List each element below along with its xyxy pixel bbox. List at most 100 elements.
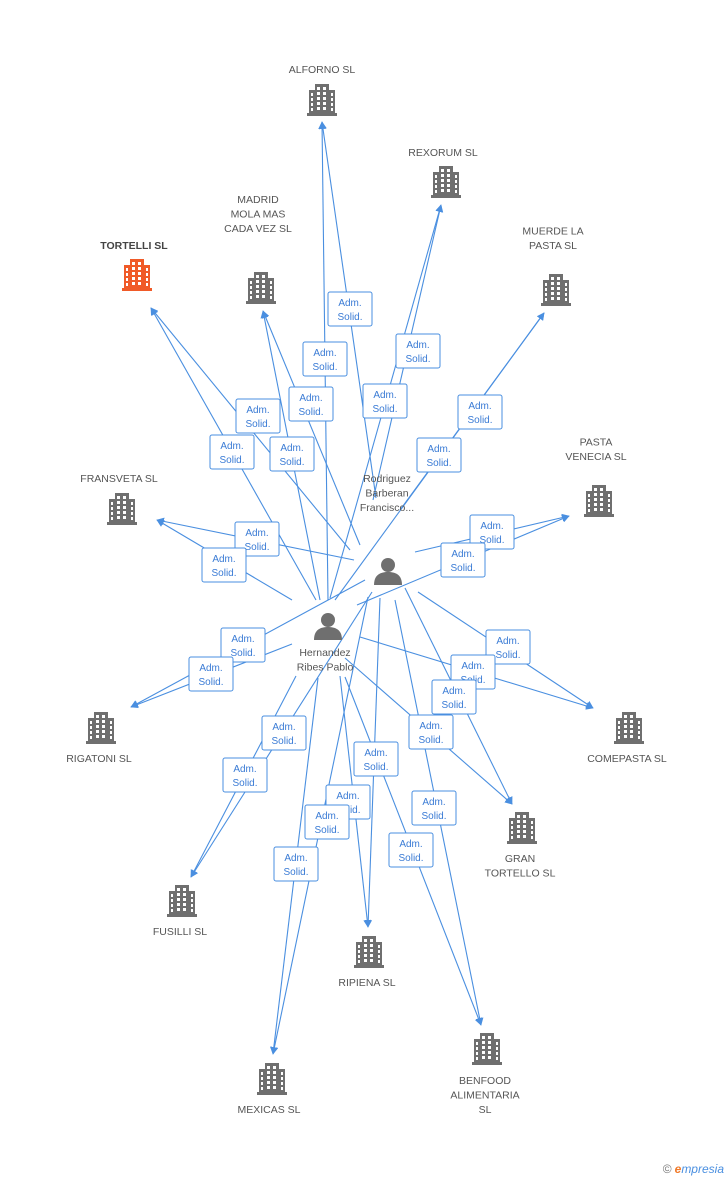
building-icon	[122, 259, 152, 291]
relation-label[interactable]: Adm. Solid.	[188, 656, 234, 692]
relation-label-box	[440, 542, 486, 578]
relation-label-box	[362, 383, 408, 419]
relation-label-box	[304, 804, 350, 840]
relation-label[interactable]: Adm.Solid.	[395, 333, 441, 369]
relation-label[interactable]: Adm.Solid.	[388, 832, 434, 868]
company-node-ripiena[interactable]: RIPIENA SL	[338, 936, 396, 989]
relation-label-box	[222, 757, 268, 793]
company-label: REXORUM SL	[408, 147, 478, 159]
relation-label-box	[235, 398, 281, 434]
relation-label[interactable]: Adm.Solid.	[273, 846, 319, 882]
building-icon	[257, 1063, 287, 1095]
relation-label-text: Adm.	[364, 748, 387, 759]
relation-label[interactable]: Adm.Solid.	[201, 547, 247, 583]
relation-label[interactable]: Adm.Solid.	[209, 434, 255, 470]
company-node-fusilli[interactable]: FUSILLI SL	[153, 885, 207, 938]
relation-label-text: Adm.	[468, 401, 491, 412]
relation-label-text: Solid.	[450, 563, 475, 574]
relation-label-box	[209, 434, 255, 470]
relation-label[interactable]: Adm.Solid.	[304, 804, 350, 840]
relation-label-text: Solid.	[211, 568, 236, 579]
relation-label[interactable]: Adm.Solid.	[431, 679, 477, 715]
relation-label-text: Solid.	[405, 354, 430, 365]
relation-label-text: Solid.	[495, 650, 520, 661]
relation-label-text: Solid.	[198, 677, 223, 688]
relation-label-text: Adm.	[373, 390, 396, 401]
brand-initial: e	[674, 1162, 682, 1176]
relation-label[interactable]: Adm.Solid.	[234, 521, 280, 557]
relation-label-box	[234, 521, 280, 557]
company-node-alforno[interactable]: ALFORNO SL	[289, 64, 356, 116]
company-label: COMEPASTA SL	[587, 753, 667, 765]
relation-label[interactable]: Adm.Solid.	[353, 741, 399, 777]
relation-label-box	[411, 790, 457, 826]
company-node-comepasta[interactable]: COMEPASTA SL	[587, 712, 667, 765]
relation-label[interactable]: Adm.Solid.	[235, 398, 281, 434]
relation-label-box	[469, 514, 515, 550]
relation-label-text: Adm.	[233, 764, 256, 775]
person-icon	[374, 558, 402, 585]
relation-label[interactable]: Adm.Solid.	[440, 542, 486, 578]
relation-label[interactable]: Adm.Solid.	[288, 386, 334, 422]
copyright-icon: ©	[662, 1162, 672, 1176]
company-label: TORTELLI SL	[100, 240, 168, 252]
relation-label[interactable]: Adm.Solid.	[261, 715, 307, 751]
company-node-mexicas[interactable]: MEXICAS SL	[237, 1063, 301, 1116]
company-node-rigatoni[interactable]: RIGATONI SL	[66, 712, 132, 765]
building-icon	[167, 885, 197, 917]
relation-label-text: Solid.	[421, 811, 446, 822]
relation-label[interactable]: Adm. Solid.	[457, 394, 503, 430]
relation-label-box	[485, 629, 531, 665]
relation-label[interactable]: Adm. Solid.	[302, 341, 348, 377]
relation-label-text: Solid.	[372, 404, 397, 415]
relation-label-text: Solid.	[398, 853, 423, 864]
relation-label-text: Adm.	[338, 298, 361, 309]
relation-label-box	[273, 846, 319, 882]
relation-label[interactable]: Adm.Solid.	[220, 627, 266, 663]
relation-label[interactable]: Adm.Solid.	[411, 790, 457, 826]
relation-label-box	[388, 832, 434, 868]
relation-label-text: Solid.	[232, 778, 257, 789]
relation-label-text: Solid.	[298, 407, 323, 418]
relation-label[interactable]: Adm.Solid.	[327, 291, 373, 327]
relation-label-text: Adm.	[442, 686, 465, 697]
relation-label[interactable]: Adm. Solid.	[362, 383, 408, 419]
building-icon	[541, 274, 571, 306]
relation-label[interactable]: Adm.Solid.	[269, 436, 315, 472]
relation-label-text: Solid.	[279, 457, 304, 468]
relation-label-box	[457, 394, 503, 430]
relation-label-box	[201, 547, 247, 583]
edges-layer	[130, 121, 594, 1055]
relation-label[interactable]: Adm.Solid.	[408, 714, 454, 750]
copyright-footer[interactable]: ©empresia	[663, 1162, 724, 1176]
relation-label[interactable]: Adm.Solid.	[416, 437, 462, 473]
relation-label[interactable]: Adm.Solid.	[469, 514, 515, 550]
building-icon	[354, 936, 384, 968]
relation-label-text: Solid.	[312, 362, 337, 373]
relation-label[interactable]: Adm. Solid.	[222, 757, 268, 793]
relation-label-text: Adm.	[313, 348, 336, 359]
company-node-rexorum[interactable]: REXORUM SL	[408, 147, 478, 198]
company-node-tortelli[interactable]: TORTELLI SL	[100, 240, 168, 291]
company-node-fransveta[interactable]: FRANSVETA SL	[80, 473, 158, 525]
relation-label-text: Adm.	[199, 663, 222, 674]
relation-label[interactable]: Adm.Solid.	[485, 629, 531, 665]
building-icon	[584, 485, 614, 517]
building-icon	[614, 712, 644, 744]
relation-label-box	[302, 341, 348, 377]
relation-label-text: Solid.	[467, 415, 492, 426]
